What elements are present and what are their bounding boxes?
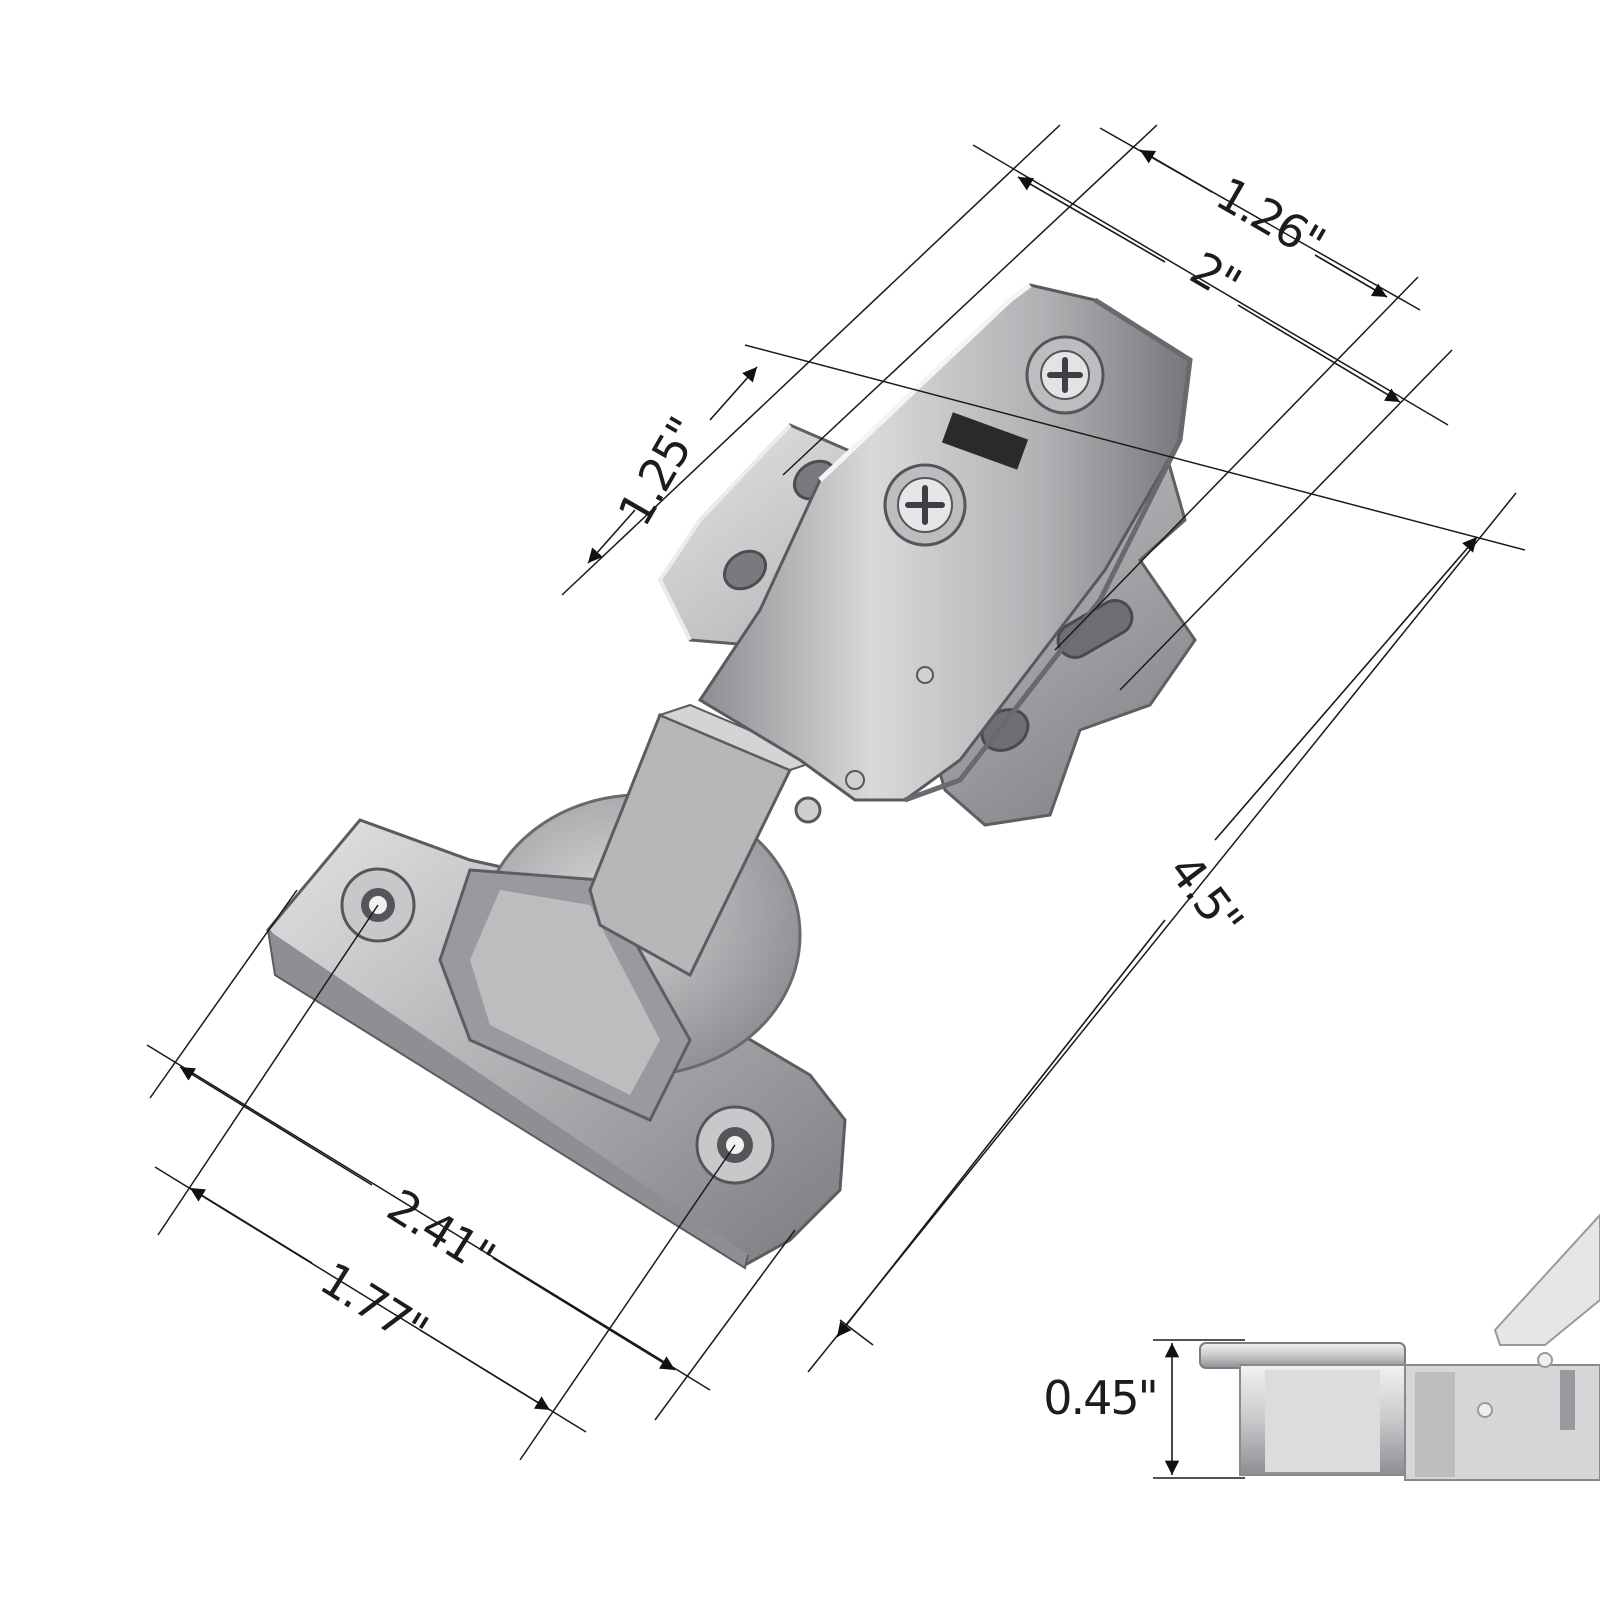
mounting-screw (883, 463, 967, 547)
dim-line-arm-width-b (587, 509, 636, 564)
dim-line-plate-holes-a (189, 1187, 313, 1264)
hinge-side-view: 0.45" (1043, 1213, 1600, 1481)
dim-label-top-inner: 2" (1181, 241, 1248, 311)
dim-label-arm-width: 1.25" (607, 409, 711, 534)
hinge-link (588, 703, 823, 978)
arm-rivet-2 (845, 770, 865, 790)
dimension-lines: 1.26" 2" 1.25" 4.5" 2.41" 1.77" (146, 124, 1526, 1461)
dim-line-top-outer-a (1139, 149, 1213, 193)
side-arm (1493, 1213, 1600, 1346)
adjustment-screw (1025, 335, 1105, 415)
dim-line-plate-outer-a (179, 1066, 373, 1186)
dim-label-plate-outer: 2.41" (378, 1178, 503, 1284)
dim-label-height: 0.45" (1043, 1371, 1157, 1425)
dim-line-top-inner-b (1237, 304, 1401, 403)
dim-line-plate-outer-b (492, 1257, 676, 1371)
dim-label-length: 4.5" (1158, 845, 1253, 946)
plate-hole-2 (723, 549, 767, 591)
pivot-pin (794, 796, 822, 824)
dim-line-plate-holes-b (419, 1329, 551, 1411)
dim-line-length-b (836, 919, 1166, 1338)
arm-rivet-1 (916, 666, 934, 684)
dim-line-top-outer-b (1314, 254, 1388, 298)
dim-label-plate-holes: 1.77" (311, 1251, 436, 1357)
dim-line-arm-width-a (709, 366, 758, 421)
arm-slot (941, 412, 1029, 470)
hinge-illustration (266, 283, 1197, 1270)
hinge-arm (697, 283, 1193, 803)
dim-line-length-a (1214, 536, 1478, 841)
dim-line-top-inner-a (1017, 176, 1166, 263)
hinge-cup-plate (266, 793, 847, 1270)
